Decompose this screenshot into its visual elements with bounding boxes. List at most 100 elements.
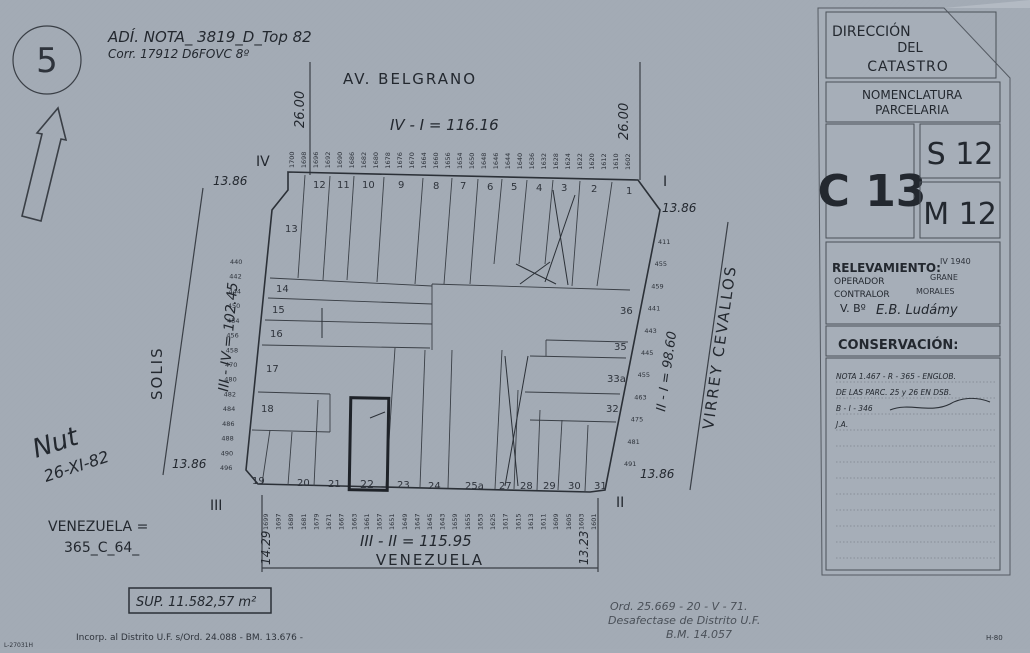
svg-text:24: 24 [428, 481, 441, 492]
door-number: 1667 [338, 513, 346, 530]
door-number: 1655 [464, 513, 472, 530]
panel-note-1: NOTA 1.467 - R - 365 - ENGLOB. [836, 372, 956, 381]
header-note-1: ADÍ. NOTA_ 3819_D_Top 82 [107, 27, 312, 47]
door-number: 1609 [552, 513, 560, 530]
door-number: 482 [224, 390, 236, 398]
svg-text:21: 21 [328, 479, 341, 490]
door-number: 1650 [468, 153, 476, 170]
header-note-2: Corr. 17912 D6FOVC 8º [108, 47, 249, 61]
svg-text:31: 31 [594, 481, 607, 492]
bottom-note: Incorp. al Distrito U.F. s/Ord. 24.088 -… [76, 633, 303, 643]
dim-chamfer-nw: 13.86 [213, 174, 248, 188]
door-number: 1654 [456, 152, 464, 169]
svg-text:7: 7 [460, 181, 466, 192]
panel-circunscripcion: C 13 [818, 166, 927, 217]
door-number: 411 [658, 238, 670, 246]
door-number: 484 [223, 405, 235, 413]
panel-title-1: DIRECCIÓN [832, 22, 911, 40]
door-number: 455 [655, 260, 667, 268]
door-number: 1605 [565, 513, 573, 530]
panel-note-signature [889, 397, 991, 411]
corner-tag: H-80 [986, 634, 1003, 642]
svg-text:29: 29 [543, 481, 556, 492]
street-south: VENEZUELA [376, 551, 484, 569]
door-number: 455 [638, 371, 650, 379]
door-number: 496 [220, 464, 232, 472]
svg-text:2: 2 [591, 184, 597, 195]
door-number: 1664 [420, 152, 428, 169]
panel-seccion: S 12 [927, 137, 994, 172]
door-number: 456 [226, 332, 238, 340]
door-number: 1651 [388, 513, 396, 530]
door-number: 1659 [451, 513, 459, 530]
door-number: 1692 [324, 152, 332, 169]
door-number: 480 [224, 376, 236, 384]
door-number: 1640 [516, 153, 524, 170]
svg-text:16: 16 [270, 329, 283, 340]
door-number: 475 [631, 416, 643, 424]
door-number: 440 [230, 258, 242, 266]
door-number: 458 [226, 346, 238, 354]
svg-text:1: 1 [626, 186, 632, 197]
door-number: 1670 [408, 152, 416, 169]
door-number: 1610 [612, 153, 620, 170]
corner-ne: I [663, 174, 667, 190]
panel-note-3: B - I - 346 [836, 404, 873, 413]
door-number: 1602 [624, 153, 632, 170]
corner-nw: IV [256, 154, 270, 170]
panel-vb-value: E.B. Ludámy [876, 303, 958, 318]
door-number: 1656 [444, 152, 452, 169]
door-number: 1678 [384, 152, 392, 169]
door-number: 1698 [300, 152, 308, 169]
svg-text:30: 30 [568, 481, 581, 492]
svg-text:14: 14 [276, 284, 289, 295]
dim-width-nw: 26.00 [293, 91, 308, 128]
panel-relev-label: RELEVAMIENTO: [832, 261, 941, 275]
door-number: 442 [229, 273, 241, 281]
door-number: 1690 [336, 152, 344, 169]
door-number: 1680 [372, 152, 380, 169]
door-number: 1653 [477, 513, 485, 530]
streets [162, 62, 729, 572]
door-number: 1643 [439, 513, 447, 530]
venezuela-note-2: 365_C_64_ [64, 540, 140, 556]
svg-text:11: 11 [337, 180, 350, 191]
door-number: 486 [222, 420, 234, 428]
door-number: 441 [648, 305, 660, 313]
surface-box [128, 587, 272, 614]
door-number: 1612 [600, 153, 608, 170]
door-number: 1648 [480, 153, 488, 170]
svg-text:6: 6 [487, 182, 493, 193]
svg-text:17: 17 [266, 364, 279, 375]
panel-conservacion: CONSERVACIÓN: [838, 337, 958, 353]
ordinance-line-2: Desafectase de Distrito U.F. [608, 614, 760, 627]
venezuela-note-1: VENEZUELA = [48, 519, 148, 535]
door-number: 1686 [348, 152, 356, 169]
door-number: 1613 [527, 513, 535, 530]
door-number: 1679 [313, 513, 321, 530]
door-number: 1699 [262, 513, 270, 530]
door-number: 1603 [577, 513, 585, 530]
door-number: 1649 [401, 513, 409, 530]
parcel-numbers: 12 11 10 9 8 7 6 5 4 3 2 1 19 20 21 22 2… [252, 180, 633, 492]
svg-text:10: 10 [362, 180, 375, 191]
door-number: 1647 [413, 513, 421, 530]
panel-title-3: CATASTRO [867, 59, 949, 75]
door-number: 1644 [504, 153, 512, 170]
ordinance-line-3: B.M. 14.057 [666, 628, 732, 641]
dim-chamfer-se: 13.86 [640, 467, 675, 481]
door-number: 1689 [287, 513, 295, 530]
panel-title-2: DEL [897, 41, 923, 56]
street-west: SOLIS [148, 346, 166, 400]
svg-text:5: 5 [511, 182, 517, 193]
highlighted-parcel-22 [347, 396, 391, 492]
svg-text:23: 23 [397, 480, 410, 491]
panel-nomen-2: PARCELARIA [875, 103, 949, 117]
door-number: 490 [221, 449, 233, 457]
catastro-panel: DIRECCIÓN DEL CATASTRO NOMENCLATURA PARC… [817, 0, 1030, 576]
door-number: 1628 [552, 153, 560, 170]
dim-width-se: 13.23 [577, 531, 591, 565]
door-number: 459 [651, 282, 663, 290]
